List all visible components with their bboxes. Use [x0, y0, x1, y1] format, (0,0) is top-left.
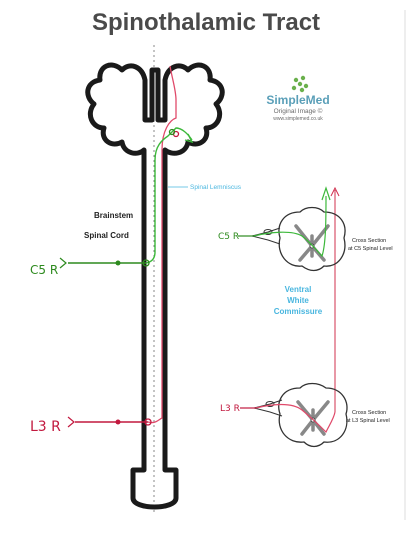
c5-arrowhead	[184, 133, 194, 144]
c5-brain-synapse	[168, 128, 176, 136]
brain-spinal-cord-outline	[85, 62, 225, 510]
l3-dorsal-root-ganglion	[115, 419, 121, 425]
l3-cross-caption-2: at L3 Spinal Level	[346, 418, 390, 424]
c5-cross-fibre	[253, 195, 327, 258]
c5-root-arrow	[59, 257, 67, 269]
vwc-label-1: Ventral	[285, 285, 312, 294]
brand-subtitle: Original Image ©	[274, 107, 323, 115]
l3-ascending-fibre	[147, 65, 177, 424]
l3-cross-section: L3 R Cross Section at L3 Spinal Level	[220, 382, 390, 448]
l3-pathway	[75, 65, 180, 426]
brand-name: SimpleMed	[266, 93, 329, 107]
c5-cross-section: C5 R Cross Section at C5 Spinal Level	[218, 186, 393, 272]
brand-url: www.simplemed.co.uk	[273, 116, 323, 122]
c5-synapse	[142, 259, 150, 267]
c5-root-label: C5 R	[30, 263, 58, 277]
l3-cord-outline	[278, 382, 348, 448]
c5-pathway	[68, 127, 194, 267]
c5-cord-outline	[278, 206, 346, 272]
l3-synapse	[144, 418, 152, 426]
simplemed-logo: SimpleMed Original Image © www.simplemed…	[266, 75, 330, 122]
c5-ascending-fibre	[145, 127, 193, 264]
l3-cross-label: L3 R	[220, 404, 240, 414]
molecule-icon	[291, 75, 309, 93]
vwc-label-2: White	[287, 296, 309, 305]
c5-cross-caption-2: at C5 Spinal Level	[348, 246, 393, 252]
brainstem-label: Brainstem	[94, 211, 133, 220]
page-title: Spinothalamic Tract	[92, 9, 320, 36]
l3-cross-arrowhead	[330, 186, 340, 197]
l3-root-arrow	[67, 416, 75, 428]
l3-root-label: L3 R	[30, 419, 61, 435]
l3-cross-ganglion	[265, 401, 275, 407]
c5-cross-caption-1: Cross Section	[352, 238, 386, 244]
l3-cross-fibre	[255, 403, 336, 434]
c5-grey-matter	[294, 224, 330, 262]
spinal-lemniscus-label: Spinal Lemniscus	[190, 184, 242, 191]
c5-dorsal-root-ganglion	[115, 260, 121, 266]
c5-cross-ganglion	[263, 229, 273, 235]
c5-cross-arrowhead	[321, 186, 331, 201]
l3-cross-caption-1: Cross Section	[352, 410, 386, 416]
spinal-cord-label: Spinal Cord	[84, 231, 129, 240]
c5-cross-label: C5 R	[218, 232, 239, 242]
vwc-label-3: Commissure	[274, 307, 323, 316]
